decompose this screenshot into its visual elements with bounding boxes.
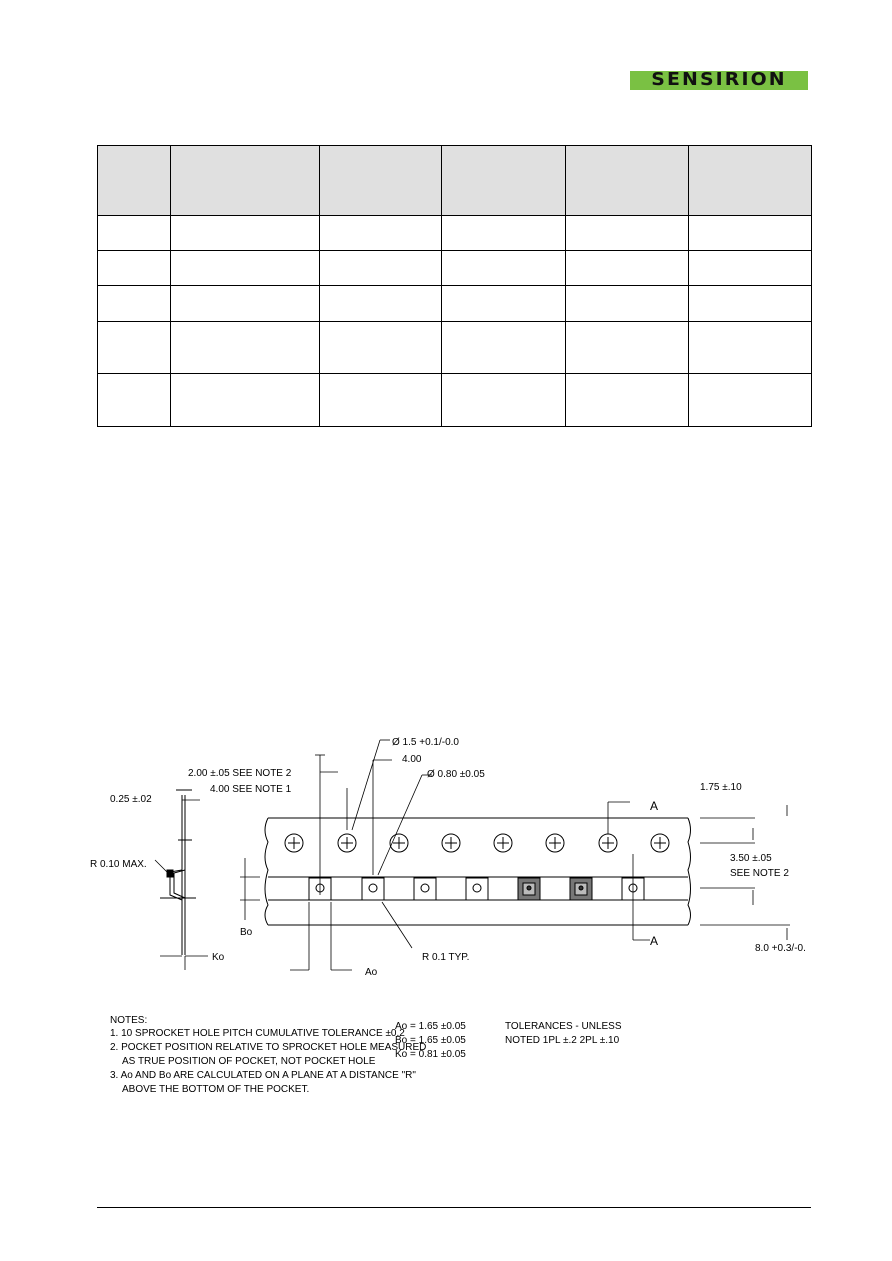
header-cell: [565, 145, 689, 216]
table-cell: [170, 285, 320, 322]
table-cell: [441, 320, 566, 375]
table-cell: [319, 320, 442, 375]
table-cell: [688, 285, 812, 322]
table-cell: [97, 320, 171, 375]
table-cell: [688, 373, 812, 427]
dimension-ko: Ko = 0.81 ±0.05: [395, 1049, 466, 1060]
sprocket-pitch-label: 4.00: [402, 754, 422, 765]
ko-label: Ko: [212, 952, 225, 963]
tape-width-label: 8.0 +0.3/-0.: [755, 943, 806, 954]
table-row: [97, 373, 812, 427]
table-cell: [170, 250, 320, 287]
tolerance-line: TOLERANCES - UNLESS: [505, 1021, 622, 1032]
table-cell: [565, 285, 689, 322]
table-cell: [441, 214, 566, 252]
note-line: AS TRUE POSITION OF POCKET, NOT POCKET H…: [122, 1056, 376, 1067]
table-cell: [97, 285, 171, 322]
table-header-row: [97, 145, 812, 216]
table-cell: [441, 285, 566, 322]
sensirion-logo: SENSIRION: [630, 69, 808, 90]
table-cell: [688, 214, 812, 252]
table-cell: [319, 214, 442, 252]
note-line: 3. Ao AND Bo ARE CALCULATED ON A PLANE A…: [110, 1070, 416, 1081]
header-cell: [441, 145, 566, 216]
table-cell: [688, 250, 812, 287]
table-row: [97, 320, 812, 375]
tolerance-line: NOTED 1PL ±.2 2PL ±.10: [505, 1035, 620, 1046]
note-line: ABOVE THE BOTTOM OF THE POCKET.: [122, 1084, 309, 1095]
corner-radius-max-label: R 0.10 MAX.: [90, 859, 147, 870]
notes-block: NOTES: 1. 10 SPROCKET HOLE PITCH CUMULAT…: [110, 1015, 622, 1095]
hole-to-pocket-note-label: SEE NOTE 2: [730, 868, 789, 879]
table-cell: [170, 373, 320, 427]
bo-label: Bo: [240, 927, 253, 938]
pocket-offset-label: 2.00 ±.05 SEE NOTE 2: [188, 768, 292, 779]
note-line: 1. 10 SPROCKET HOLE PITCH CUMULATIVE TOL…: [110, 1028, 405, 1039]
tape-pockets: [308, 877, 645, 901]
section-a-bottom-label: A: [650, 934, 658, 948]
notes-title: NOTES:: [110, 1015, 147, 1026]
edge-distance-label: 1.75 ±.10: [700, 782, 742, 793]
table-cell: [565, 373, 689, 427]
table-row: [97, 214, 812, 252]
table-cell: [97, 214, 171, 252]
dimension-lines: [154, 739, 790, 971]
sprocket-holes: [284, 833, 670, 853]
table-cell: [319, 250, 442, 287]
header-cell: [97, 145, 171, 216]
dimension-bo: Bo = 1.65 ±0.05: [395, 1035, 466, 1046]
corner-radius-typ-label: R 0.1 TYP.: [422, 952, 469, 963]
table-cell: [319, 373, 442, 427]
hole-to-pocket-label: 3.50 ±.05: [730, 853, 772, 864]
section-a-top-label: A: [650, 799, 658, 813]
sprocket-hole-diameter-label: Ø 1.5 +0.1/-0.0: [392, 737, 459, 748]
ao-label: Ao: [365, 967, 378, 978]
table-cell: [97, 250, 171, 287]
logo-background: [630, 71, 808, 90]
table-cell: [565, 320, 689, 375]
table-row: [97, 250, 812, 287]
tape-top-view: [264, 817, 691, 926]
header-cell: [688, 145, 812, 216]
dimension-ao: Ao = 1.65 ±0.05: [395, 1021, 466, 1032]
tape-thickness-label: 0.25 ±.02: [110, 794, 152, 805]
table-cell: [170, 214, 320, 252]
table-cell: [97, 373, 171, 427]
tape-side-view: [160, 789, 196, 955]
table-cell: [688, 320, 812, 375]
footer-divider: [97, 1207, 811, 1208]
header-cell: [170, 145, 320, 216]
table-cell: [565, 250, 689, 287]
table-cell: [319, 285, 442, 322]
specification-table: [97, 145, 812, 427]
header-cell: [319, 145, 442, 216]
logo-text: SENSIRION: [651, 69, 787, 90]
table-row: [97, 285, 812, 322]
drawing-labels: Ø 1.5 +0.1/-0.0 4.00 Ø 0.80 ±0.05 2.00 ±…: [90, 737, 806, 978]
table-cell: [170, 320, 320, 375]
table-cell: [565, 214, 689, 252]
note-line: 2. POCKET POSITION RELATIVE TO SPROCKET …: [110, 1042, 426, 1053]
table-cell: [441, 373, 566, 427]
pocket-hole-diameter-label: Ø 0.80 ±0.05: [427, 769, 485, 780]
table-cell: [441, 250, 566, 287]
pocket-pitch-label: 4.00 SEE NOTE 1: [210, 784, 292, 795]
carrier-tape-drawing: Ø 1.5 +0.1/-0.0 4.00 Ø 0.80 ±0.05 2.00 ±…: [90, 737, 806, 1095]
